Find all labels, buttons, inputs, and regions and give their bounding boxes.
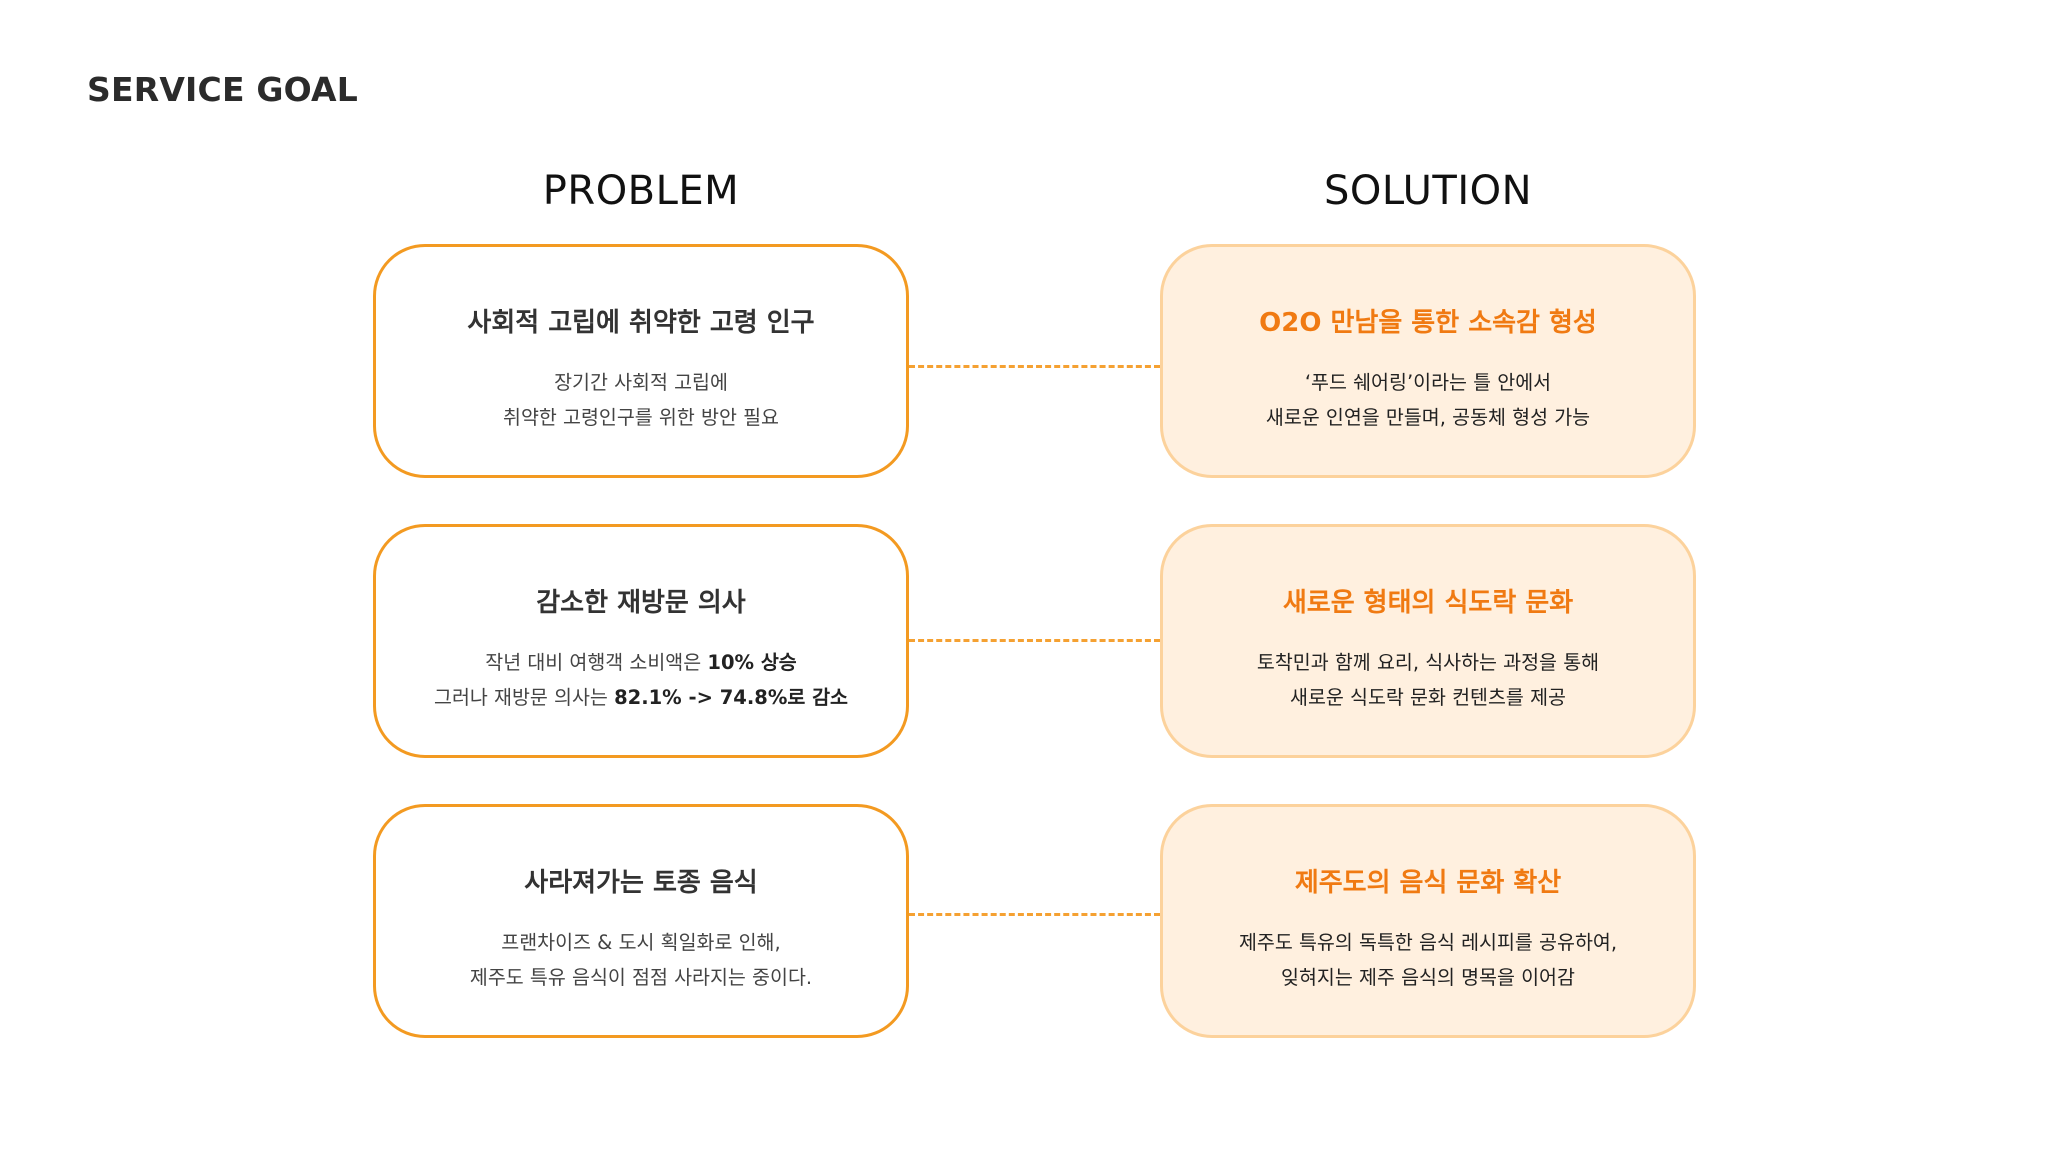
problem-card-description: 작년 대비 여행객 소비액은 10% 상승 그러나 재방문 의사는 82.1% … [434,645,848,715]
problem-card-desc-line: 프랜차이즈 & 도시 획일화로 인해, [501,931,781,954]
problem-card-desc-line: 작년 대비 여행객 소비액은 10% 상승 [434,645,848,680]
problem-card-3: 사라져가는 토종 음식 프랜차이즈 & 도시 획일화로 인해, 제주도 특유 음… [373,804,909,1038]
solution-card-description: 토착민과 함께 요리, 식사하는 과정을 통해 새로운 식도락 문화 컨텐츠를 … [1257,645,1599,715]
problem-card-desc-line: 장기간 사회적 고립에 [554,371,728,394]
solution-card-3: 제주도의 음식 문화 확산 제주도 특유의 독특한 음식 레시피를 공유하여, … [1160,804,1696,1038]
problem-card-title: 사회적 고립에 취약한 고령 인구 [467,308,815,338]
solution-card-1: O2O 만남을 통한 소속감 형성 ‘푸드 쉐어링’이라는 틀 안에서 새로운 … [1160,244,1696,478]
solution-card-2: 새로운 형태의 식도락 문화 토착민과 함께 요리, 식사하는 과정을 통해 새… [1160,524,1696,758]
desc-text: 작년 대비 여행객 소비액은 [485,651,708,674]
dashed-connector-1 [909,365,1160,368]
problem-card-title: 감소한 재방문 의사 [536,588,746,618]
solution-card-desc-line: 새로운 식도락 문화 컨텐츠를 제공 [1290,686,1566,709]
solution-card-desc-line: 잊혀지는 제주 음식의 명목을 이어감 [1281,966,1575,989]
problem-card-2: 감소한 재방문 의사 작년 대비 여행객 소비액은 10% 상승 그러나 재방문… [373,524,909,758]
problem-card-description: 장기간 사회적 고립에 취약한 고령인구를 위한 방안 필요 [503,365,779,435]
solution-card-description: ‘푸드 쉐어링’이라는 틀 안에서 새로운 인연을 만들며, 공동체 형성 가능 [1266,365,1590,435]
problem-card-description: 프랜차이즈 & 도시 획일화로 인해, 제주도 특유 음식이 점점 사라지는 중… [470,925,812,995]
desc-highlight: 82.1% -> 74.8%로 감소 [614,686,848,709]
solution-card-desc-line: 토착민과 함께 요리, 식사하는 과정을 통해 [1256,651,1600,674]
desc-highlight: 10% 상승 [707,651,797,674]
solution-card-title: O2O 만남을 통한 소속감 형성 [1259,308,1597,338]
solution-heading: SOLUTION [1323,168,1533,214]
solution-card-desc-line: 새로운 인연을 만들며, 공동체 형성 가능 [1265,406,1591,429]
solution-card-title: 제주도의 음식 문화 확산 [1294,868,1562,898]
problem-card-desc-line: 그러나 재방문 의사는 82.1% -> 74.8%로 감소 [434,680,848,715]
solution-card-description: 제주도 특유의 독특한 음식 레시피를 공유하여, 잊혀지는 제주 음식의 명목… [1239,925,1617,995]
solution-card-title: 새로운 형태의 식도락 문화 [1282,588,1574,618]
dashed-connector-3 [909,913,1160,916]
problem-card-1: 사회적 고립에 취약한 고령 인구 장기간 사회적 고립에 취약한 고령인구를 … [373,244,909,478]
solution-card-desc-line: ‘푸드 쉐어링’이라는 틀 안에서 [1304,371,1552,394]
page-title: SERVICE GOAL [87,70,359,109]
problem-card-desc-line: 취약한 고령인구를 위한 방안 필요 [503,406,779,429]
desc-text: 그러나 재방문 의사는 [434,686,615,709]
problem-card-desc-line: 제주도 특유 음식이 점점 사라지는 중이다. [469,966,813,989]
solution-card-desc-line: 제주도 특유의 독특한 음식 레시피를 공유하여, [1238,931,1618,954]
problem-heading: PROBLEM [542,168,740,214]
problem-card-title: 사라져가는 토종 음식 [524,868,758,898]
dashed-connector-2 [909,639,1160,642]
